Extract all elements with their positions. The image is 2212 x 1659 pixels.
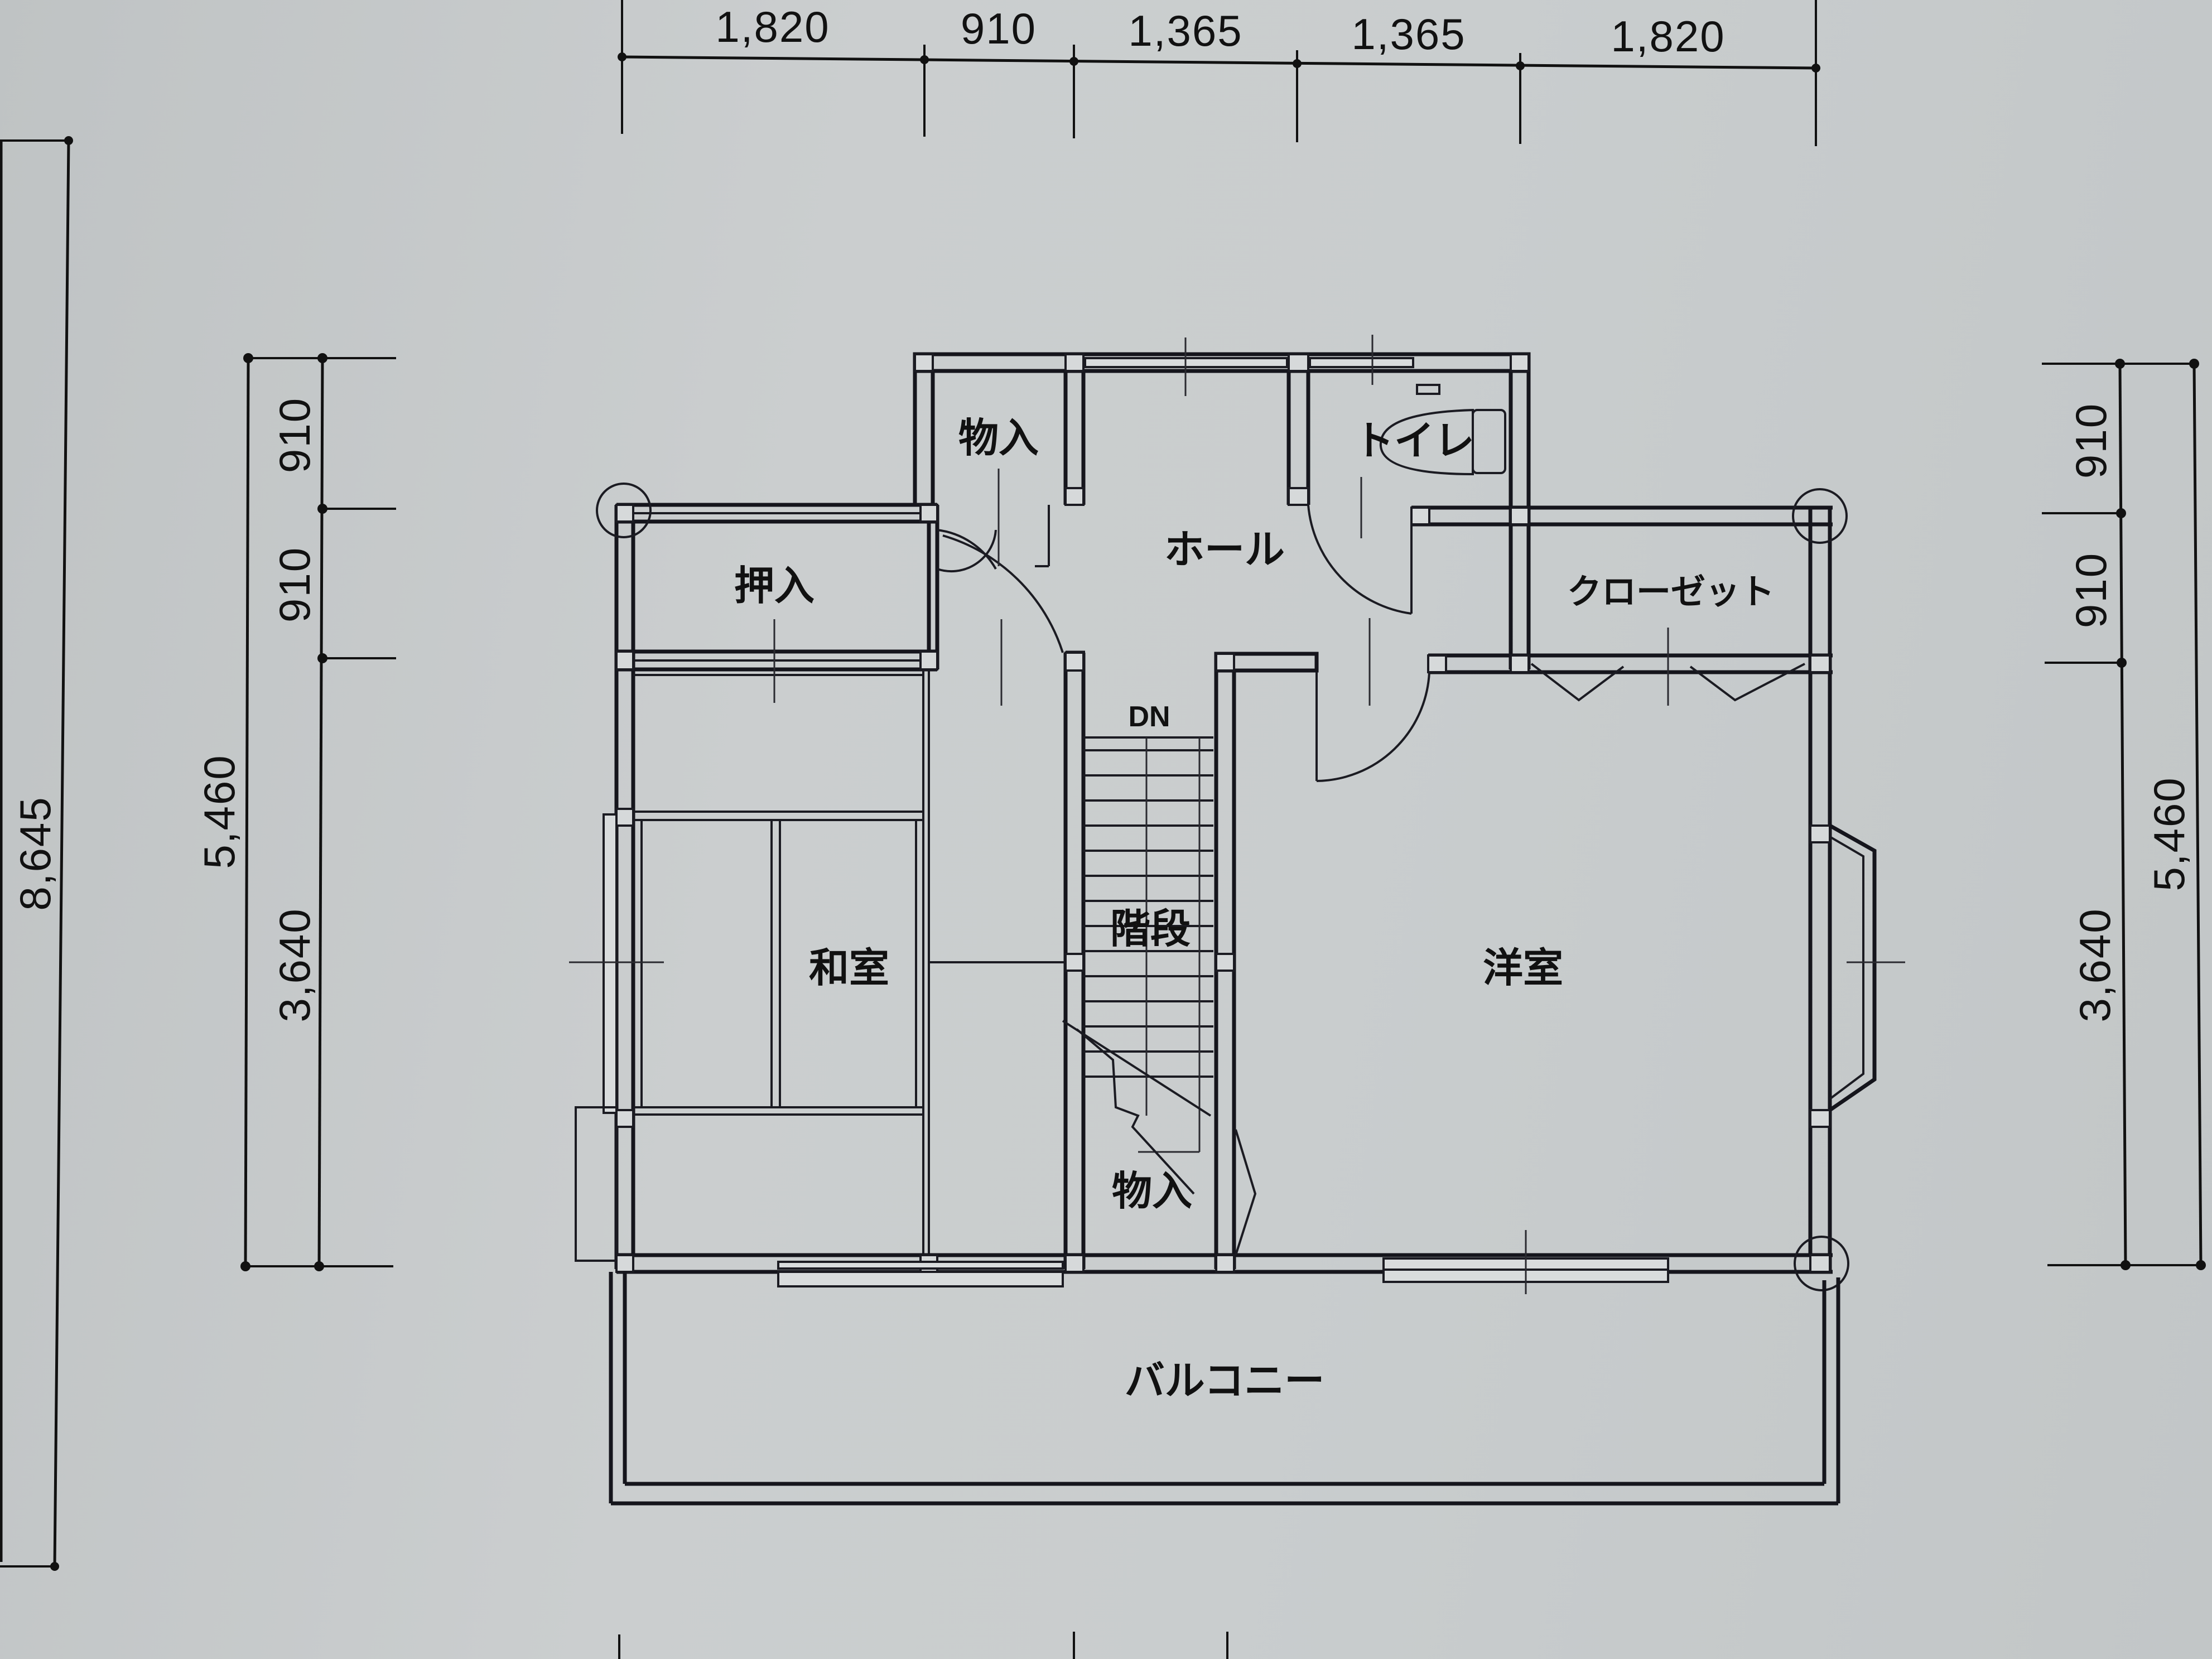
stairs-direction-label: DN: [1128, 701, 1170, 733]
left-dim-5460: 5,460: [195, 754, 244, 869]
top-dim-5: 1,820: [1611, 12, 1725, 61]
left-dim-910-b: 910: [270, 547, 319, 623]
toilet-fixture: [1379, 384, 1506, 476]
staircase: DN: [1062, 701, 1213, 1195]
label-youshitsu: 洋室: [1483, 944, 1563, 991]
right-dim-5460: 5,460: [2144, 777, 2194, 891]
top-dim-2: 910: [961, 4, 1037, 53]
walls: [596, 352, 1849, 1291]
room-labels: 物入 ホール トイレ 押入 クローゼット 階段 和室 洋室 物入 バルコニー: [734, 414, 1775, 1404]
label-balcony: バルコニー: [1125, 1357, 1325, 1404]
left-dim-3640: 3,640: [270, 908, 319, 1022]
label-toilet: トイレ: [1354, 417, 1474, 464]
balcony: [609, 1272, 1840, 1506]
label-stairs: 階段: [1110, 905, 1191, 952]
label-hall: ホール: [1164, 526, 1285, 573]
left-outer-total: 8,645: [11, 796, 60, 910]
label-oshiire: 押入: [734, 562, 815, 609]
top-dim-3: 1,365: [1128, 6, 1242, 55]
label-closet: クローゼット: [1567, 571, 1775, 612]
left-dimension: 910 910 3,640 5,460: [195, 353, 396, 1271]
right-dim-3640: 3,640: [2070, 908, 2119, 1022]
right-dimension: 910 910 3,640 5,460: [2042, 359, 2206, 1270]
top-dim-1: 1,820: [715, 2, 830, 51]
label-washitsu: 和室: [809, 944, 889, 991]
tatami-layout: [633, 674, 1066, 1116]
left-outer-dimension: 8,645: [0, 136, 73, 1571]
label-storage-top: 物入: [958, 414, 1039, 461]
right-dim-910-a: 910: [2066, 403, 2115, 479]
doors: [937, 504, 1805, 1256]
bottom-dimension-ticks: [618, 1632, 1228, 1659]
right-dim-910-b: 910: [2066, 552, 2115, 628]
center-marks: [569, 335, 1905, 1294]
left-dim-910-a: 910: [270, 397, 319, 473]
top-dimension: 1,820 910 1,365 1,365 1,820: [618, 0, 1820, 146]
top-dim-4: 1,365: [1351, 9, 1466, 59]
label-storage-under-stairs: 物入: [1112, 1168, 1192, 1214]
